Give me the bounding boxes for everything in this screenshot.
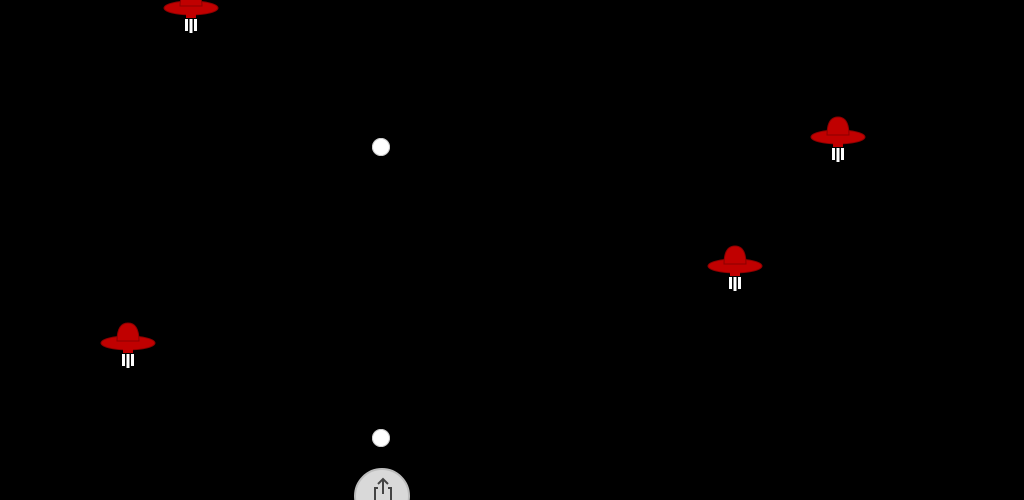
enemy-ufo	[705, 242, 765, 292]
enemy-ufo	[98, 319, 158, 369]
player-ship[interactable]	[354, 468, 410, 500]
projectile	[372, 138, 390, 156]
enemy-ufo	[808, 113, 868, 163]
ufo-icon	[100, 322, 156, 368]
ufo-icon	[707, 245, 763, 291]
projectile	[372, 429, 390, 447]
ufo-icon	[810, 116, 866, 162]
ufo-icon	[163, 0, 219, 33]
share-upload-icon	[374, 477, 392, 500]
enemy-ufo	[161, 0, 221, 38]
